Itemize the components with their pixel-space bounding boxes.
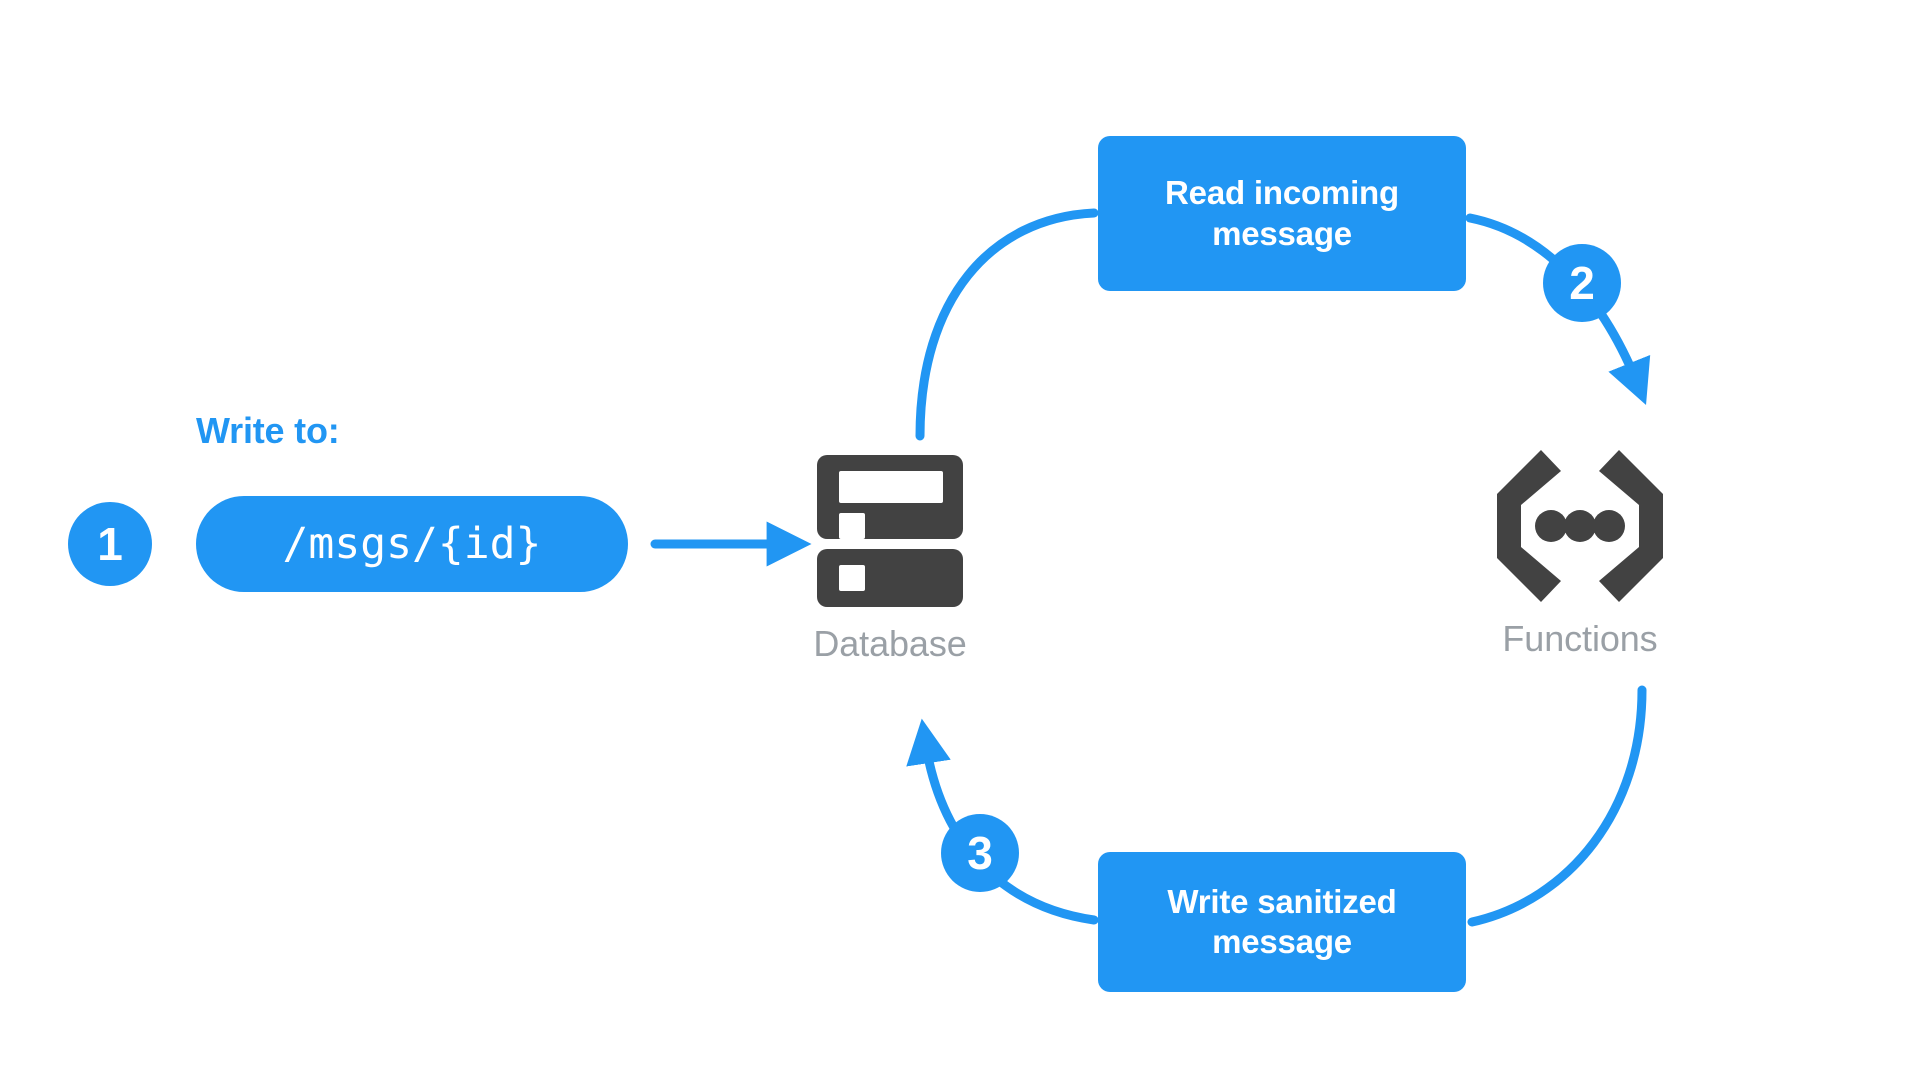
- step-badge-3: 3: [941, 814, 1019, 892]
- write-box-line2: message: [1212, 923, 1352, 960]
- database-caption: Database: [813, 623, 967, 664]
- arrow-functions-to-write: [1467, 685, 1647, 927]
- functions-caption: Functions: [1502, 618, 1658, 659]
- read-box-line2: message: [1212, 214, 1352, 252]
- functions-brackets-icon: [1497, 450, 1663, 602]
- step-badge-2: 2: [1543, 244, 1621, 322]
- write-box-line1: Write sanitized: [1167, 882, 1397, 920]
- step-badge-1: 1: [68, 502, 152, 586]
- arrow-database-to-read: [915, 208, 1099, 441]
- read-box-line1: Read incoming: [1165, 174, 1399, 212]
- database-server-icon: [817, 455, 963, 607]
- write-sanitized-message-box[interactable]: Write sanitized message: [1098, 852, 1466, 992]
- service-functions[interactable]: Functions: [1480, 450, 1680, 660]
- write-to-label: Write to:: [196, 410, 340, 451]
- service-database[interactable]: Database: [800, 455, 980, 665]
- path-chip[interactable]: /msgs/{id}: [196, 496, 628, 592]
- read-incoming-message-box[interactable]: Read incoming message: [1098, 136, 1466, 291]
